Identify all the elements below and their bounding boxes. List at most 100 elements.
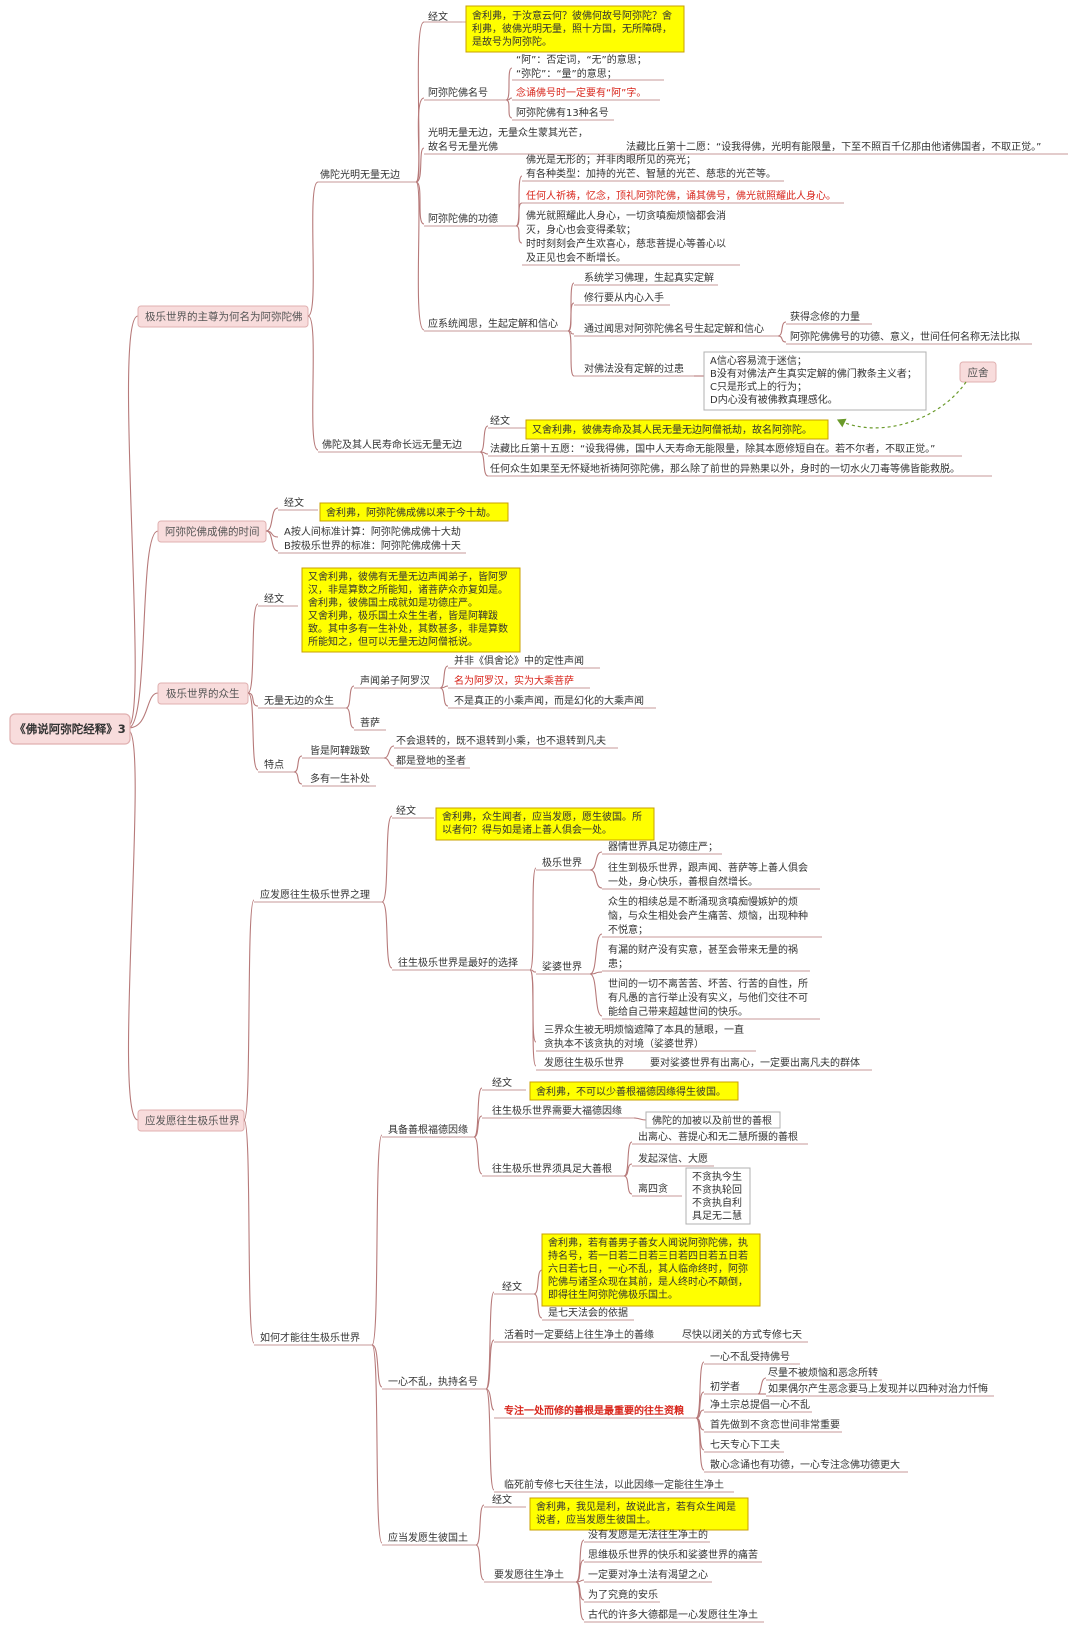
connector — [381, 815, 393, 903]
connector — [695, 1417, 705, 1471]
node-text: 极乐世界 — [542, 856, 582, 869]
node-text: 净土宗总提倡一心不乱 — [710, 1398, 810, 1411]
node-text: 出离心、菩提心和无二慧所摄的善根 — [638, 1130, 798, 1143]
connector — [127, 315, 139, 727]
connector — [485, 1388, 495, 1411]
node-text: 离四贪 — [638, 1182, 668, 1195]
node-box — [703, 351, 927, 411]
node-text: 系统学习佛理，生起真实定解 — [584, 271, 714, 284]
node-text: 经文 — [264, 592, 284, 605]
node-text: 皆是阿鞞跋致 — [310, 744, 370, 757]
connector — [533, 1269, 543, 1295]
node-text: 患； — [608, 958, 628, 970]
node-text: 不贪执今生 — [692, 1170, 742, 1183]
node-text: 无量无边的众生 — [264, 694, 334, 707]
node-text: D内心没有被佛教真理感化。 — [710, 393, 838, 406]
node-text: 持名号，若一日若二日若三日若四日若五日若 — [548, 1249, 748, 1262]
node-box — [529, 1081, 739, 1101]
shangen-quote: 舍利弗，不可以少善根福德因缘得生彼国。 — [529, 1081, 739, 1101]
name-emphasis: 念诵佛号时一定要有“阿”字。 — [516, 86, 646, 99]
connector — [479, 425, 489, 453]
connector — [567, 330, 575, 377]
connector — [505, 99, 513, 119]
dangfa-quote: 舍利弗，我见是利，故说此言，若有众生闻是 说者，应当发愿生彼国土。 — [529, 1497, 749, 1531]
connector — [485, 1339, 495, 1390]
connector — [473, 1136, 483, 1175]
light-jingwen: 经文 — [428, 10, 448, 23]
connector — [415, 147, 425, 183]
merit-label: 阿弥陀佛的功德 — [428, 212, 498, 225]
connector — [439, 665, 449, 689]
connector — [415, 181, 425, 225]
root-node[interactable]: 《佛说阿弥陀经释》3 — [9, 713, 131, 745]
node-text: 经文 — [492, 1076, 512, 1089]
connector — [589, 933, 603, 975]
connector — [485, 1388, 495, 1491]
node-text: 三界众生被无明烦恼遮障了本具的慧眼，一直 — [544, 1023, 744, 1036]
node-text: 都是登地的圣者 — [396, 754, 466, 767]
node-text: 灭，身心也会变得柔软； — [526, 223, 636, 236]
node-text: 经文 — [492, 1493, 512, 1506]
connector — [473, 1087, 483, 1138]
node-box — [525, 419, 829, 440]
node-text: 经文 — [284, 496, 304, 509]
node-text: C只是形式上的行为； — [710, 380, 807, 393]
node-text: 尽快以闭关的方式专修七天 — [682, 1328, 802, 1341]
connector — [777, 335, 787, 343]
node-text: 应发愿往生极乐世界 — [145, 1114, 240, 1127]
branch-3: 极乐世界的众生 经文 又舍利弗，彼佛有无量无边声闻弟子，皆阿罗 汉，非是算数之所… — [157, 567, 656, 787]
node-text: 舍利弗，若有善男子善女人闻说阿弥陀佛，执 — [548, 1236, 748, 1249]
node-text: 多有一生补处 — [310, 772, 370, 785]
connector — [247, 692, 259, 707]
branch-1: 极乐世界的主尊为何名为阿弥陀佛 佛陀光明无量无边 经文 舍利弗，于汝意云何？彼佛… — [137, 5, 1068, 477]
reason-quote: 舍利弗，众生闻者，应当发愿，愿生彼国。所 以者何？得与如是诸上善人俱会一处。 — [435, 807, 655, 841]
node-text: 思维极乐世界的快乐和娑婆世界的痛苦 — [588, 1548, 758, 1561]
connector — [415, 97, 425, 183]
connector — [415, 181, 425, 331]
node-text: 舍利弗，阿弥陀佛成佛以来于今十劫。 — [326, 506, 496, 519]
node-box — [541, 1233, 761, 1307]
node-text: 时时刻刻会产生欢喜心，慈悲菩提心等善心以 — [526, 237, 726, 250]
faith-label: 应系统闻思，生起定解和信心 — [428, 317, 558, 330]
connector — [127, 692, 159, 729]
node-text: 发愿往生极乐世界 — [544, 1056, 624, 1069]
connector — [567, 302, 575, 332]
connector — [371, 1344, 383, 1544]
node-text: 世间的一切不离苦苦、坏苦、行苦的自性，所 — [608, 977, 808, 990]
node-text: 对佛法没有定解的过患 — [584, 362, 684, 375]
node-text: 名为阿罗汉，实为大乘菩萨 — [454, 674, 574, 687]
node-box — [319, 502, 509, 522]
node-text: 汉，非是算数之所能知，诸菩萨众亦复如是。 — [308, 583, 508, 596]
abandon-tag[interactable]: 应舍 — [959, 361, 997, 383]
node-text: 应当发愿生彼国土 — [388, 1531, 468, 1544]
b2-quote: 舍利弗，阿弥陀佛成佛以来于今十劫。 — [319, 502, 509, 522]
node-text: 器情世界具足功德庄严； — [608, 840, 718, 853]
node-text: 有漏的财产没有实意，甚至会带来无量的祸 — [608, 943, 798, 956]
connector — [265, 530, 279, 552]
connector — [623, 1141, 633, 1177]
connector — [307, 181, 319, 317]
connector — [515, 175, 523, 227]
connector — [623, 1163, 633, 1177]
node-text: 又舍利弗，彼佛寿命及其人民无量无边阿僧祇劫，故名阿弥陀。 — [532, 423, 812, 436]
node-text: 一心不乱，执持名号 — [388, 1375, 478, 1388]
yixin-quote: 舍利弗，若有善男子善女人闻说阿弥陀佛，执 持名号，若一日若二日若三日若四日若五日… — [541, 1233, 761, 1307]
life-label: 佛陀及其人民寿命长远无量无边 — [322, 438, 462, 451]
node-text: B按极乐世界的标准：阿弥陀佛成佛十天 — [284, 539, 461, 552]
connector — [777, 321, 787, 337]
branch-4: 应发愿往生极乐世界 应发愿往生极乐世界之理 经文 舍利弗，众生闻者，应当发愿，愿… — [137, 804, 994, 1623]
connector — [381, 901, 393, 969]
node-text: 有凡愚的言行举止没有实义，与他们交往不可 — [608, 991, 808, 1004]
connector — [371, 1344, 383, 1388]
node-text: 往生极乐世界是最好的选择 — [398, 956, 518, 969]
node-text: 不贪执自利 — [692, 1196, 742, 1209]
node-box — [959, 361, 997, 383]
connector — [293, 771, 303, 785]
node-text: 舍利弗，彼佛国土成就如是功德庄严。 — [308, 596, 478, 609]
root-title: 《佛说阿弥陀经释》3 — [14, 722, 126, 736]
node-text: 阿弥陀佛佛号的功德、意义，世间任何名称无法比拟 — [790, 330, 1020, 343]
node-text: 往生极乐世界需要大福德因缘 — [492, 1104, 622, 1117]
node-text: 具足无二慧 — [692, 1209, 742, 1222]
node-text: 不是真正的小乘声闻，而是幻化的大乘声闻 — [454, 694, 644, 707]
